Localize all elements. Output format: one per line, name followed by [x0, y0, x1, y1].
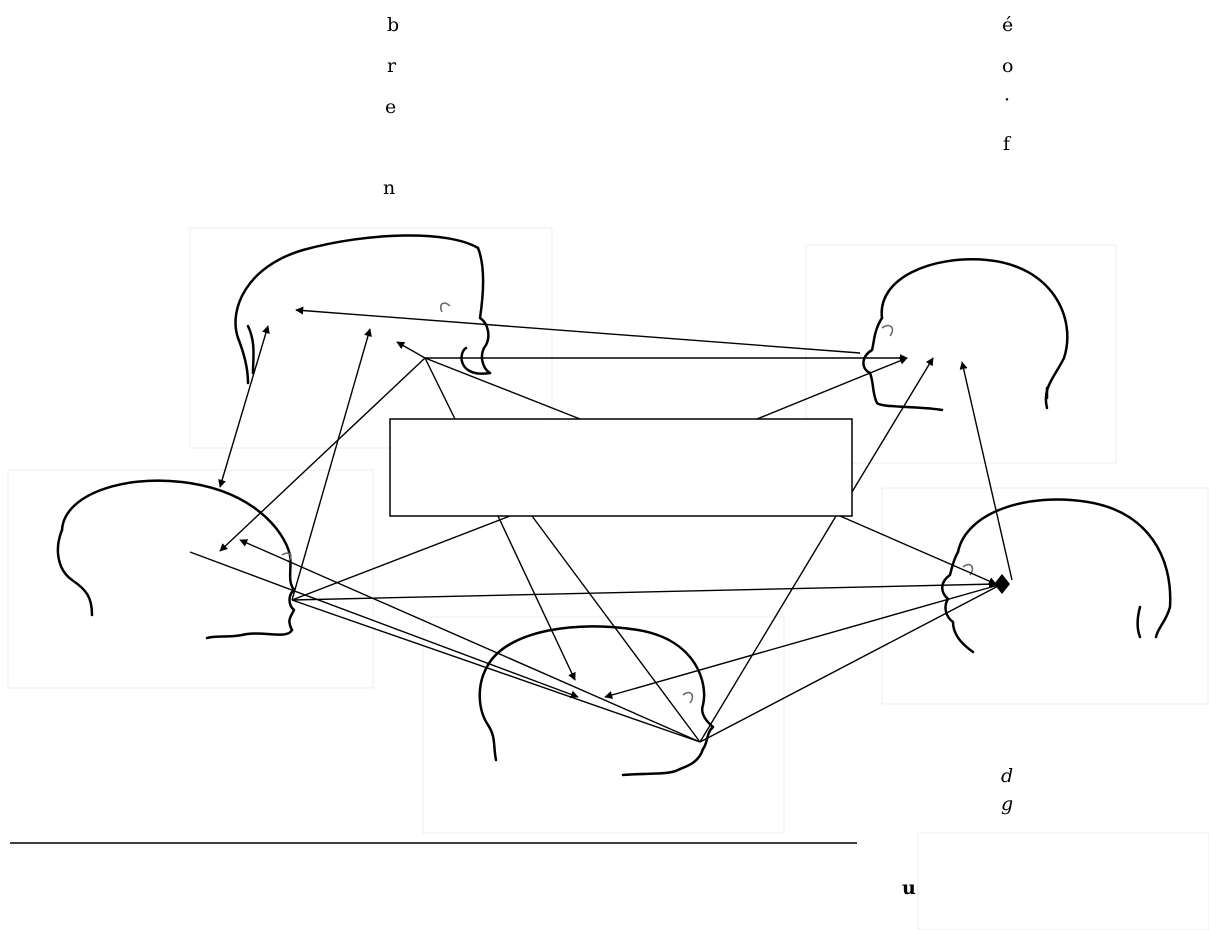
- left-column-labels: b r e n: [383, 14, 399, 199]
- label-dot: ·: [1004, 89, 1010, 111]
- label-f: f: [1003, 133, 1012, 155]
- head-mid-left: [56, 479, 296, 640]
- label-e-acute: é: [1002, 14, 1013, 36]
- right-column-labels: é o · f: [1002, 14, 1013, 155]
- head-bottom-center: [478, 625, 715, 777]
- head-frames: [7, 227, 1209, 930]
- label-r: r: [387, 55, 397, 77]
- edges: [189, 306, 1013, 743]
- label-e: e: [385, 96, 396, 118]
- label-d: d: [1001, 765, 1013, 787]
- label-o: o: [1002, 55, 1013, 77]
- label-n: n: [383, 177, 395, 199]
- head-top-left: [234, 234, 492, 385]
- label-b: b: [387, 14, 399, 36]
- center-box: [389, 418, 853, 517]
- label-u: u: [902, 877, 916, 899]
- right-lower-labels: d g: [1001, 765, 1013, 815]
- label-g: g: [1001, 793, 1013, 815]
- head-top-right: [862, 258, 1069, 412]
